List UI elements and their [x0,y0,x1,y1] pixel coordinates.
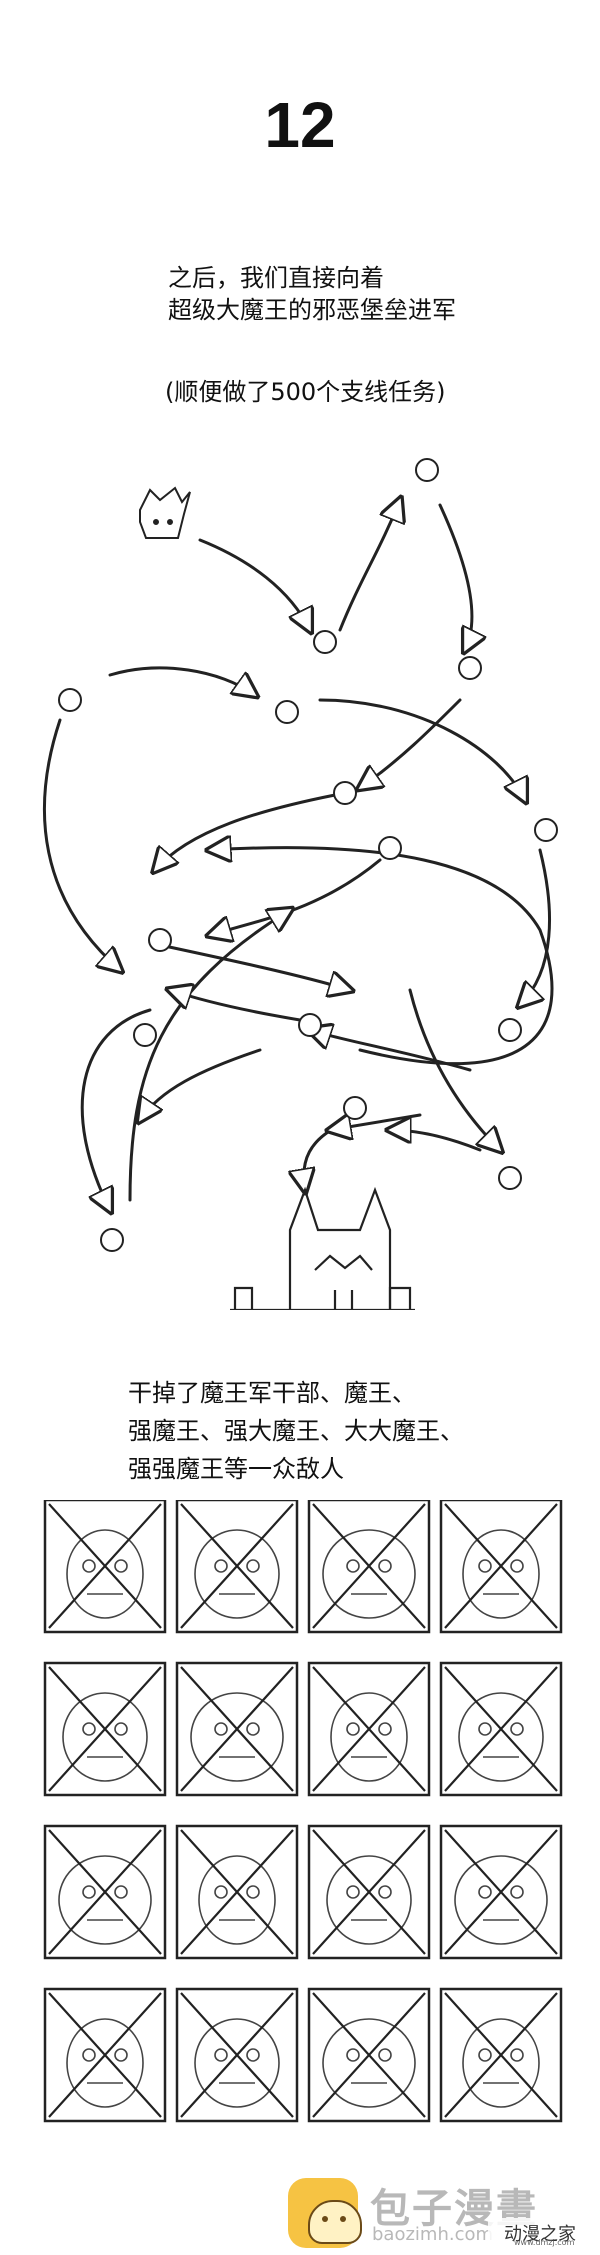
cross-out-mark [48,1992,162,2118]
page-number: 12 [264,89,336,161]
brand-name: 动漫之家 [504,2224,576,2245]
hero-head-icon [139,486,191,539]
cross-out-mark [444,1666,558,1792]
defeated-enemy-portrait [175,1824,299,1960]
cross-out-mark [444,1992,558,2118]
defeated-enemy-portrait [439,1987,563,2123]
cross-out-mark [312,1992,426,2118]
defeated-enemy-portrait [175,1987,299,2123]
defeated-caption: 干掉了魔王军干部、魔王、 强魔王、强大魔王、大大魔王、 强强魔王等一众敌人 [128,1374,464,1488]
bun-eye [322,2216,328,2222]
defeated-enemy-portrait [43,1987,167,2123]
site-watermark: 包子漫畫 baozimh.com 动漫之家 www.dmzj.com [278,2172,600,2255]
watermark-url: baozimh.com [372,2224,494,2245]
side-quest-text: (顺便做了500个支线任务) [165,378,446,406]
defeated-enemy-portrait [439,1661,563,1797]
brand-watermark: 动漫之家 www.dmzj.com [488,2218,594,2248]
intro-caption-line: 之后，我们直接向着 [168,264,384,292]
cross-out-mark [180,1829,294,1955]
cross-out-mark [180,1992,294,2118]
bun-face [308,2200,362,2244]
defeated-enemy-portrait [307,1500,431,1634]
cross-out-mark [312,1829,426,1955]
cross-out-mark [180,1666,294,1792]
bun-logo-icon [288,2178,362,2248]
defeated-enemy-portrait [175,1500,299,1634]
defeated-enemy-portrait [307,1824,431,1960]
defeated-enemy-portrait [307,1987,431,2123]
cross-out-mark [180,1503,294,1629]
defeated-enemy-portrait [439,1500,563,1634]
defeated-enemy-portrait [439,1824,563,1960]
path-arrows [42,500,554,1210]
intro-caption: 之后，我们直接向着 超级大魔王的邪恶堡垒进军 [168,262,456,326]
defeated-enemy-portrait [307,1661,431,1797]
side-quest-caption: (顺便做了500个支线任务) [165,376,446,408]
waypoints [58,458,558,1252]
defeated-enemy-portrait [43,1661,167,1797]
defeated-enemy-portrait [43,1500,167,1634]
defeated-enemy-portrait [43,1824,167,1960]
defeated-enemies-grid [43,1500,563,2123]
brand-url: www.dmzj.com [514,2238,575,2247]
defeated-caption-line: 强强魔王等一众敌人 [128,1455,344,1483]
cross-out-mark [48,1666,162,1792]
evil-castle-icon [230,1186,415,1310]
intro-caption-line: 超级大魔王的邪恶堡垒进军 [168,296,456,324]
bun-eye [340,2216,346,2222]
cross-out-mark [312,1503,426,1629]
defeated-caption-line: 干掉了魔王军干部、魔王、 [128,1379,416,1407]
cross-out-mark [48,1829,162,1955]
cross-out-mark [444,1503,558,1629]
cross-out-mark [312,1666,426,1792]
cross-out-mark [48,1503,162,1629]
cross-out-mark [444,1829,558,1955]
defeated-enemy-portrait [175,1661,299,1797]
defeated-caption-line: 强魔王、强大魔王、大大魔王、 [128,1417,464,1445]
journey-map [42,458,558,1310]
